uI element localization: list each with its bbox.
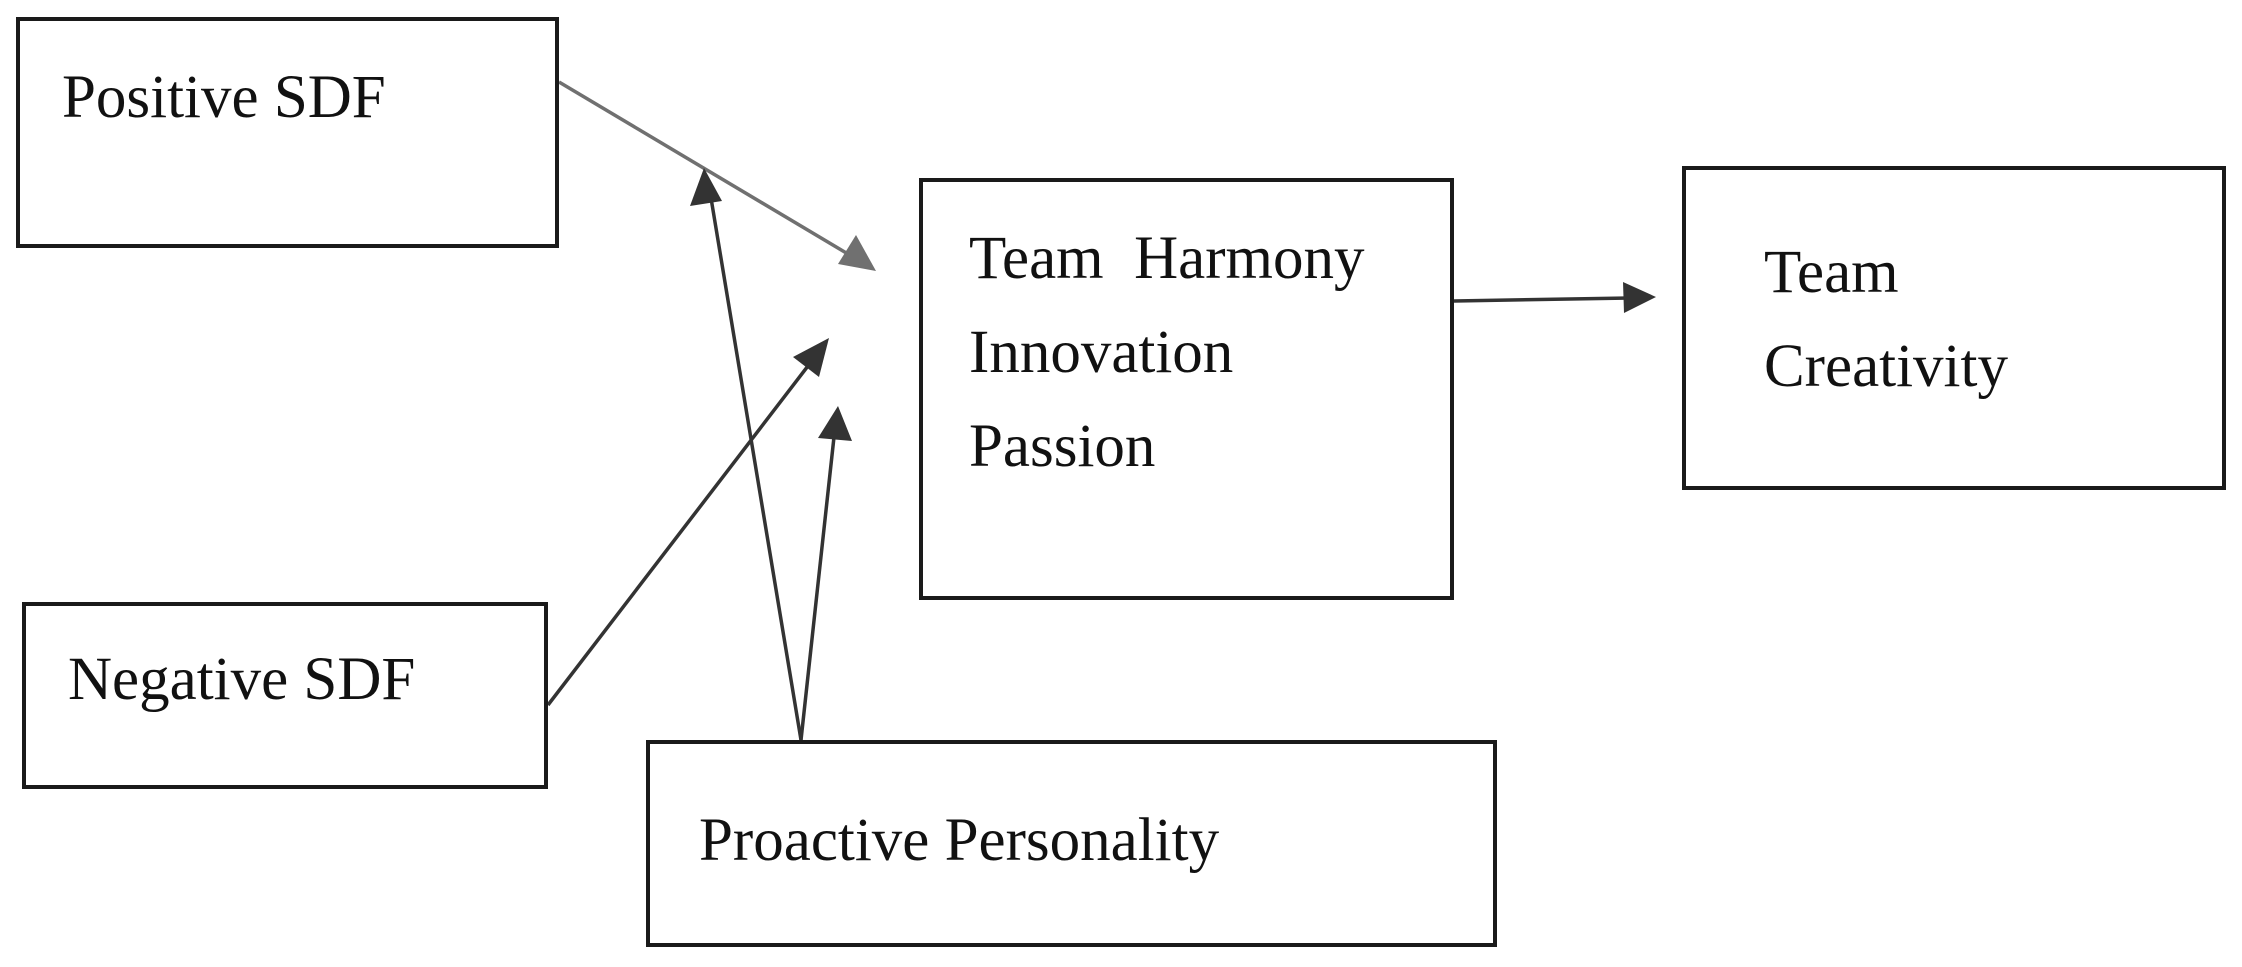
arrow-negative-to-mediators	[546, 338, 829, 707]
team-creativity-line-1: Team	[1764, 239, 1899, 306]
mediators-box: Team Harmony Innovation Passion	[919, 178, 1454, 600]
mediators-label: Team Harmony Innovation Passion	[969, 212, 1365, 494]
arrow-proactive-to-positive-path	[690, 168, 803, 741]
positive-sdf-text: Positive SDF	[62, 64, 386, 131]
negative-sdf-box: Negative SDF	[22, 602, 548, 789]
arrow-positive-to-mediators	[558, 80, 876, 271]
arrow-mediators-to-creativity	[1453, 282, 1656, 313]
negative-sdf-text: Negative SDF	[68, 646, 416, 713]
team-creativity-box: Team Creativity	[1682, 166, 2226, 490]
positive-sdf-box: Positive SDF	[16, 17, 559, 248]
positive-sdf-label: Positive SDF	[62, 51, 386, 145]
negative-sdf-label: Negative SDF	[68, 633, 415, 727]
arrow-proactive-to-negative-path	[799, 406, 852, 741]
proactive-personality-label: Proactive Personality	[699, 794, 1219, 888]
mediator-passion: Passion	[969, 413, 1156, 480]
proactive-personality-text: Proactive Personality	[699, 807, 1220, 874]
mediator-innovation: Innovation	[969, 319, 1234, 386]
team-creativity-line-2: Creativity	[1764, 333, 2008, 400]
mediator-team-harmony: Team Harmony	[969, 225, 1365, 292]
team-creativity-label: Team Creativity	[1764, 226, 2008, 414]
proactive-personality-box: Proactive Personality	[646, 740, 1497, 947]
